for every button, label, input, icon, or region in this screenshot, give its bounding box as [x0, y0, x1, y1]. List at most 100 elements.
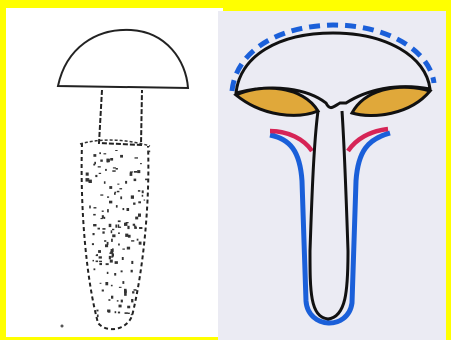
sketch-scale-dot	[106, 263, 109, 265]
sketch-scale-dot	[106, 159, 108, 162]
sketch-scale-dot	[99, 152, 101, 154]
sketch-scale-dot	[109, 253, 111, 254]
sketch-scale-dot	[144, 200, 146, 201]
sketch-scale-dot	[94, 207, 97, 208]
sketch-scale-dot	[121, 300, 123, 303]
sketch-panel	[6, 8, 223, 337]
sketch-scale-dot	[120, 155, 123, 158]
sketch-scale-dot	[86, 173, 89, 176]
sketch-scale-dot	[100, 194, 103, 195]
sketch-scale-dot	[122, 281, 124, 284]
sketch-scale-dot	[115, 225, 117, 228]
sketch-scale-dot	[109, 201, 112, 204]
sketch-scale-dot	[139, 227, 142, 229]
sketch-scale-dot	[119, 305, 122, 308]
sketch-scale-dot	[93, 260, 95, 262]
sketch-scale-dot	[140, 163, 142, 164]
sketch-scale-dot	[138, 214, 141, 217]
sketch-scale-dot	[117, 191, 120, 193]
sketch-scale-dot	[118, 224, 120, 227]
sketch-scale-dot	[133, 203, 135, 205]
sketch-scale-dot	[121, 270, 123, 272]
sketch-scale-dot	[98, 228, 101, 230]
sketch-scale-dot	[89, 180, 92, 183]
sketch-scale-dot	[125, 234, 128, 237]
sketch-scale-dot	[145, 179, 147, 181]
sketch-scale-dot	[130, 173, 133, 176]
sketch-scale-dot	[105, 169, 107, 171]
sketch-scale-dot	[107, 209, 109, 212]
sketch-scale-dot	[98, 166, 101, 167]
sketch-scale-dot	[104, 153, 107, 154]
sketch-scale-dot	[127, 306, 130, 309]
sketch-scale-dot	[130, 171, 133, 172]
sketch-scale-dot	[105, 282, 108, 285]
sketch-scale-dot	[117, 300, 119, 301]
sketch-scale-dot	[89, 206, 91, 209]
sketch-scale-dot	[112, 234, 115, 237]
sketch-scale-dot	[102, 228, 105, 230]
sketch-scale-dot	[115, 261, 118, 264]
sketch-scale-dot	[100, 283, 102, 284]
sketch-scale-dot	[124, 290, 127, 293]
sketch-mushroom-drawing	[6, 8, 223, 337]
sketch-scale-dot	[93, 214, 96, 216]
sketch-scale-dot	[99, 173, 101, 174]
sketch-scale-dot	[131, 240, 134, 241]
sketch-scale-dot	[119, 188, 122, 189]
sketch-scale-dot	[123, 208, 125, 210]
sketch-scale-dot	[122, 249, 125, 250]
sketch-scale-dot	[107, 196, 109, 197]
sketch-scale-dot	[93, 224, 96, 226]
sketch-scale-dot	[118, 244, 120, 246]
sketch-scale-dot	[138, 190, 140, 192]
sketch-scale-dot	[132, 291, 134, 293]
sketch-stipe-upper	[99, 90, 142, 145]
sketch-cap	[58, 30, 188, 88]
sketch-scale-dot	[142, 190, 144, 193]
sketch-scale-dot	[148, 151, 151, 153]
sketch-scale-dot	[102, 231, 104, 233]
sketch-scale-dot	[118, 312, 120, 314]
sketch-scale-dot	[127, 226, 129, 229]
sketch-scale-dot	[119, 287, 122, 288]
universal-veil-stipe	[270, 133, 390, 323]
sketch-scale-dot	[112, 170, 115, 172]
cross-section-panel	[218, 11, 446, 340]
sketch-scale-dot	[110, 158, 113, 161]
sketch-scale-dot	[134, 179, 137, 182]
sketch-scale-dot	[126, 222, 129, 223]
sketch-scale-dot	[114, 273, 116, 276]
sketch-scale-dot	[99, 263, 102, 265]
sketch-scale-dot	[94, 162, 96, 165]
sketch-scale-dot	[118, 220, 121, 222]
sketch-scale-dot	[107, 310, 110, 313]
sketch-scale-dot	[116, 168, 118, 170]
sketch-scale-dot	[102, 290, 104, 292]
sketch-scale-dot	[104, 181, 106, 184]
sketch-scale-dot	[98, 250, 101, 253]
sketch-scale-dot	[117, 184, 119, 185]
sketch-mark	[61, 325, 64, 328]
sketch-scale-dot	[99, 261, 102, 262]
sketch-scale-dot	[134, 289, 137, 291]
sketch-scale-dot	[112, 229, 114, 230]
sketch-scale-dot	[100, 160, 103, 162]
sketch-scale-dot	[108, 299, 110, 301]
sketch-scale-dot	[111, 285, 113, 287]
sketch-scale-dot	[112, 248, 114, 252]
sketch-scale-dot	[96, 261, 99, 263]
sketch-scale-dot	[133, 224, 135, 226]
sketch-scale-dot	[137, 170, 140, 173]
sketch-scale-dot	[92, 243, 94, 245]
sketch-scale-dot	[95, 175, 97, 177]
sketch-scale-dot	[127, 208, 130, 211]
sketch-scale-dot	[110, 260, 113, 263]
sketch-scale-dot	[116, 205, 118, 208]
sketch-scale-dot	[104, 217, 106, 219]
sketch-scale-dot	[134, 171, 137, 173]
sketch-scale-dot	[124, 293, 127, 296]
sketch-scale-dot	[115, 150, 117, 151]
sketch-scale-dot	[128, 235, 131, 238]
